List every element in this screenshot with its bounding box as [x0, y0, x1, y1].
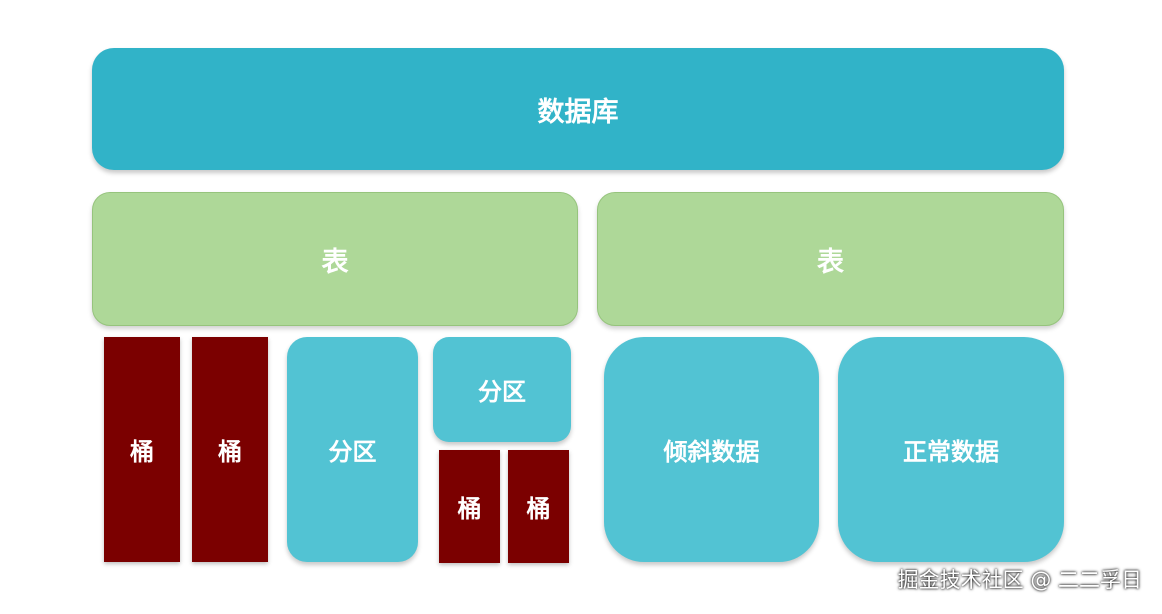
skewed-data-label: 倾斜数据: [663, 438, 760, 466]
partition-block: 分区: [433, 337, 571, 442]
database-block: 数据库: [92, 48, 1064, 170]
watermark: 掘金技术社区 @ 二二孚日: [897, 568, 1142, 592]
skewed-data-block: 倾斜数据: [604, 337, 819, 562]
table-block-right: 表: [597, 192, 1064, 326]
bucket-label: 桶: [218, 438, 242, 466]
table-label: 表: [321, 246, 349, 278]
database-label: 数据库: [537, 96, 619, 128]
normal-data-block: 正常数据: [838, 337, 1064, 562]
partition-bucket-block: 桶: [508, 450, 569, 563]
bucket-label: 桶: [457, 495, 482, 523]
bucket-block: 桶: [192, 337, 268, 562]
bucket-label: 桶: [130, 438, 154, 466]
table-label: 表: [817, 246, 844, 278]
partition-block: 分区: [287, 337, 418, 562]
bucket-label: 桶: [526, 495, 551, 523]
table-block-left: 表: [92, 192, 578, 326]
partition-bucket-block: 桶: [439, 450, 500, 563]
partition-label: 分区: [478, 378, 526, 406]
partition-label: 分区: [328, 438, 377, 466]
normal-data-label: 正常数据: [903, 438, 999, 466]
bucket-block: 桶: [104, 337, 180, 562]
